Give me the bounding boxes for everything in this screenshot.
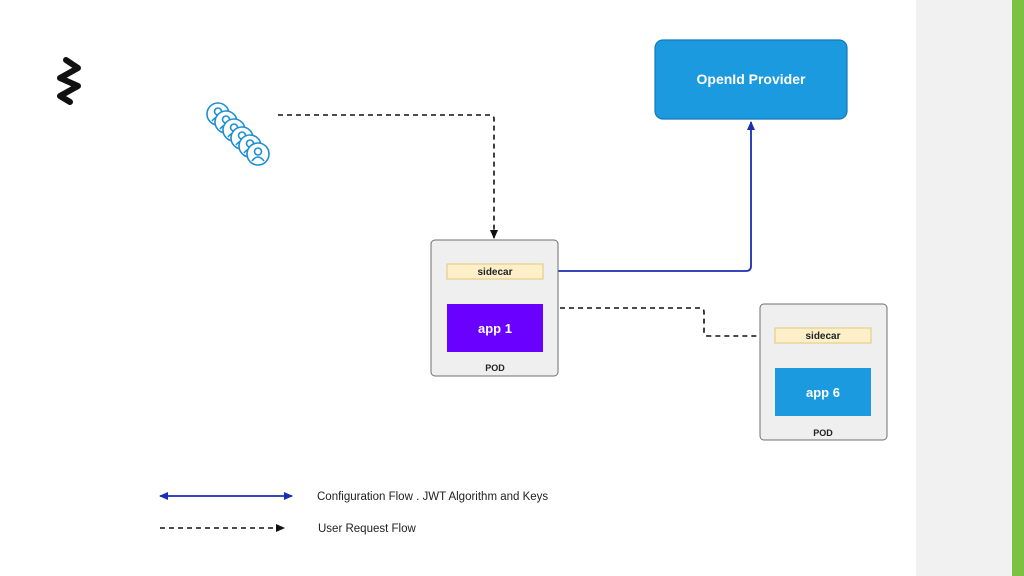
pod1-label: POD [485, 363, 505, 373]
pod2-sidecar-label: sidecar [805, 331, 840, 342]
accent-bar [1012, 0, 1024, 576]
pod2-sidecar-box[interactable] [774, 327, 872, 344]
user-request-arrow-to-pod1 [278, 114, 498, 239]
pod1: sidecar app 1 POD [430, 239, 559, 377]
pod2-label: POD [813, 428, 833, 438]
user-head-icon [253, 147, 263, 156]
pod2-app-label: app 6 [806, 385, 840, 400]
legend: Configuration Flow . JWT Algorithm and K… [159, 491, 548, 535]
user-body-icon [251, 156, 265, 162]
pod1-sidecar-box[interactable] [446, 263, 544, 280]
right-side-panel [916, 0, 1012, 576]
pod2: sidecar app 6 POD [759, 303, 888, 441]
openid-provider-box[interactable] [654, 39, 848, 120]
legend-config-flow-label: Configuration Flow . JWT Algorithm and K… [317, 491, 548, 503]
openid-provider-label: OpenId Provider [697, 71, 806, 87]
zigzag-logo-icon [57, 57, 81, 105]
user-request-arrow-to-pod2 [560, 307, 774, 340]
pod1-sidecar-label: sidecar [477, 267, 512, 278]
pod1-app-box[interactable] [447, 304, 543, 352]
legend-user-flow-label: User Request Flow [318, 523, 416, 535]
pod1-app-label: app 1 [478, 321, 512, 336]
pod2-app-box[interactable] [775, 368, 871, 416]
users-group-icon [206, 102, 270, 166]
config-flow-arrow [545, 121, 755, 275]
